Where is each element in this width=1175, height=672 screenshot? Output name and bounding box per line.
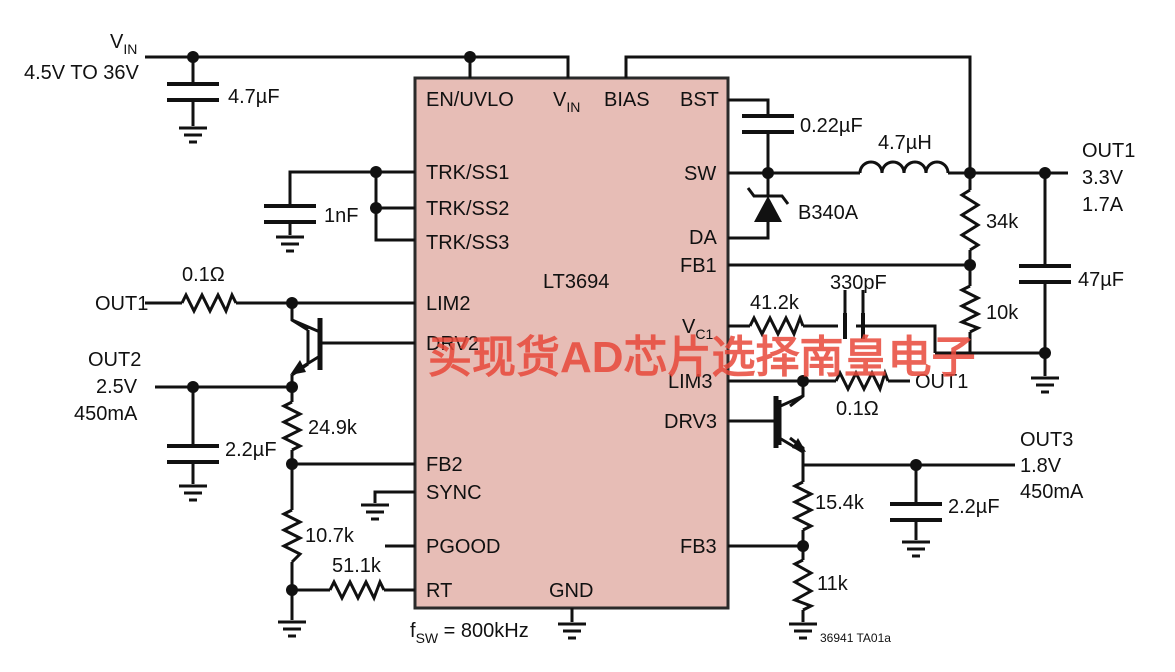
- resistors: [180, 188, 982, 612]
- pin-drv3: DRV3: [664, 411, 717, 433]
- r-lim2-label: 0.1Ω: [182, 264, 225, 286]
- net-label-lim2-out1: OUT1: [95, 293, 148, 315]
- ic-body: [413, 76, 730, 610]
- r-10k-label: 10k: [986, 302, 1019, 324]
- pin-gnd: GND: [549, 580, 593, 602]
- diode-label: B340A: [798, 202, 859, 224]
- pin-trk-ss1: TRK/SS1: [426, 162, 509, 184]
- diode: [746, 187, 790, 222]
- net-label-lim3-out1: OUT1: [915, 371, 968, 393]
- c-1n-label: 1nF: [324, 205, 358, 227]
- pin-fb2: FB2: [426, 454, 463, 476]
- junctions: [187, 51, 1051, 596]
- r-51-1k-label: 51.1k: [332, 555, 382, 577]
- pin-bias: BIAS: [604, 89, 650, 111]
- pin-en-uvlo: EN/UVLO: [426, 89, 514, 111]
- c-330p-label: 330pF: [830, 272, 887, 294]
- pin-lim3: LIM3: [668, 371, 712, 393]
- r-34k-label: 34k: [986, 211, 1019, 233]
- watermark: 买现货AD芯片选择南皇电子: [428, 333, 976, 382]
- pin-fb1: FB1: [680, 255, 717, 277]
- out2-name: OUT2: [88, 349, 141, 371]
- c-47u-label: 47µF: [1078, 269, 1124, 291]
- inductor: [858, 160, 950, 174]
- out2-current: 450mA: [74, 403, 138, 425]
- out2-voltage: 2.5V: [96, 376, 138, 398]
- out3-current: 450mA: [1020, 481, 1084, 503]
- r-lim3-label: 0.1Ω: [836, 398, 879, 420]
- pin-fb3: FB3: [680, 536, 717, 558]
- c-out2-label: 2.2µF: [225, 439, 277, 461]
- inductor-label: 4.7µH: [878, 132, 932, 154]
- figure-code: 36941 TA01a: [820, 631, 891, 645]
- pin-rt: RT: [426, 580, 452, 602]
- r-24-9k-label: 24.9k: [308, 417, 358, 439]
- out1-name: OUT1: [1082, 140, 1135, 162]
- r-15-4k-label: 15.4k: [815, 492, 865, 514]
- r-11k-label: 11k: [817, 573, 849, 595]
- r-41-2k-label: 41.2k: [750, 292, 800, 314]
- pin-lim2: LIM2: [426, 293, 470, 315]
- vin-range: 4.5V TO 36V: [24, 62, 140, 84]
- pin-sw: SW: [684, 163, 716, 185]
- transistor-q2: [290, 318, 323, 375]
- pin-pgood: PGOOD: [426, 536, 500, 558]
- ic-part-number: LT3694: [543, 271, 609, 293]
- capacitor-plates: [167, 82, 1071, 522]
- pin-trk-ss2: TRK/SS2: [426, 198, 509, 220]
- pin-sync: SYNC: [426, 482, 482, 504]
- fsw-label: fSW = 800kHz: [410, 620, 529, 646]
- pin-trk-ss3: TRK/SS3: [426, 232, 509, 254]
- c-bst-label: 0.22µF: [800, 115, 863, 137]
- out3-name: OUT3: [1020, 429, 1073, 451]
- pin-vc1: VC1: [682, 316, 713, 342]
- out3-voltage: 1.8V: [1020, 455, 1062, 477]
- pin-drv2: DRV2: [426, 333, 479, 355]
- transistor-q3: [773, 394, 806, 454]
- c-out3-label: 2.2µF: [948, 496, 1000, 518]
- out1-current: 1.7A: [1082, 194, 1124, 216]
- pin-bst: BST: [680, 89, 719, 111]
- pin-vin: VIN: [553, 89, 580, 115]
- vin-cap-label: 4.7µF: [228, 86, 280, 108]
- pin-da: DA: [689, 227, 717, 249]
- vin-label: VIN: [110, 31, 137, 57]
- out1-voltage: 3.3V: [1082, 167, 1124, 189]
- r-10-7k-label: 10.7k: [305, 525, 355, 547]
